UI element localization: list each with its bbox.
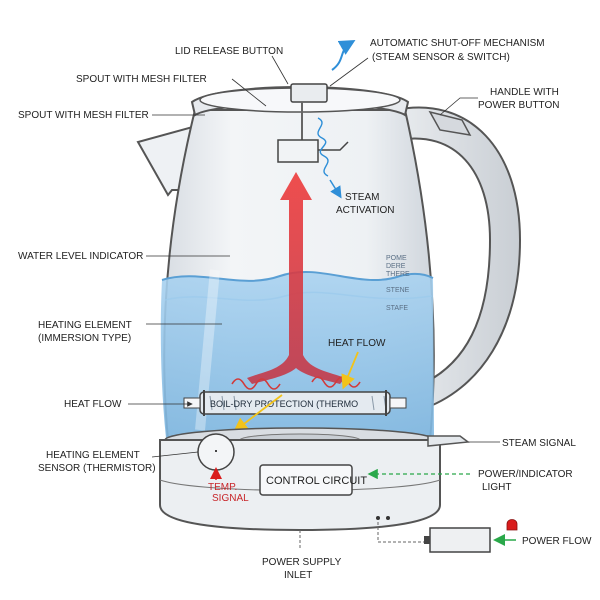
steam-activation-squiggle [317,117,329,177]
heat-flow-inner-arrow [341,351,359,390]
scale-mark-1: POME [386,255,407,262]
power-button[interactable] [428,110,472,136]
steam-sensor [277,139,319,163]
lid-release-label: LID RELEASE BUTTON [175,46,283,57]
control-circuit-label: CONTROL CIRCUIT [266,475,367,487]
sensor-label-2: SENSOR (THERMISTOR) [38,463,156,474]
water-surface [161,271,434,282]
control-circuit-box [259,464,353,496]
steam-signal-label: STEAM SIGNAL [502,438,576,449]
heat-flow-inner-label: HEAT FLOW [328,338,386,349]
power-indicator-label-2: LIGHT [482,482,511,493]
power-flow-label: POWER FLOW [522,536,592,547]
lid-release-button[interactable] [290,83,328,103]
power-supply-unit [429,527,491,553]
scale-mark-5: STAFE [386,305,408,312]
temp-signal-label-1: TEMP. [208,482,237,493]
water-level-label: WATER LEVEL INDICATOR [18,251,143,262]
scale-mark-2: DERE [386,263,406,270]
auto-shutoff-label-2: (STEAM SENSOR & SWITCH) [372,52,510,63]
power-supply-label-1: POWER SUPPLY [262,557,342,568]
steam-activation-label-2: ACTIVATION [336,205,395,216]
boil-dry-label: BOIL-DRY PROTECTION (THERMO [210,399,358,409]
sensor-signal-arrow [233,409,263,433]
heat-flow-left-label: HEAT FLOW [64,399,122,410]
handle-label-1: HANDLE WITH [490,87,559,98]
heat-flow-arrow [247,172,345,384]
spout-left-label: SPOUT WITH MESH FILTER [18,110,149,121]
auto-shutoff-label-1: AUTOMATIC SHUT-OFF MECHANISM [370,38,545,49]
temp-signal-label-2: SIGNAL [212,493,249,504]
power-supply-label-2: INLET [284,570,312,581]
indicator-light [506,519,518,531]
power-indicator-label-1: POWER/INDICATOR [478,469,573,480]
heat-wave-left [231,378,281,390]
sensor-label-1: HEATING ELEMENT [46,450,140,461]
scale-mark-3: THERE [386,271,410,278]
steam-signal-tab [427,435,470,447]
steam-flow-arrow [331,40,356,71]
scale-mark-4: STENE [386,287,410,294]
spout-top-label: SPOUT WITH MESH FILTER [76,74,207,85]
heating-element-label-2: (IMMERSION TYPE) [38,333,131,344]
handle-label-2: POWER BUTTON [478,100,559,111]
steam-activation-label-1: STEAM [345,192,379,203]
heating-element-label-1: HEATING ELEMENT [38,320,132,331]
